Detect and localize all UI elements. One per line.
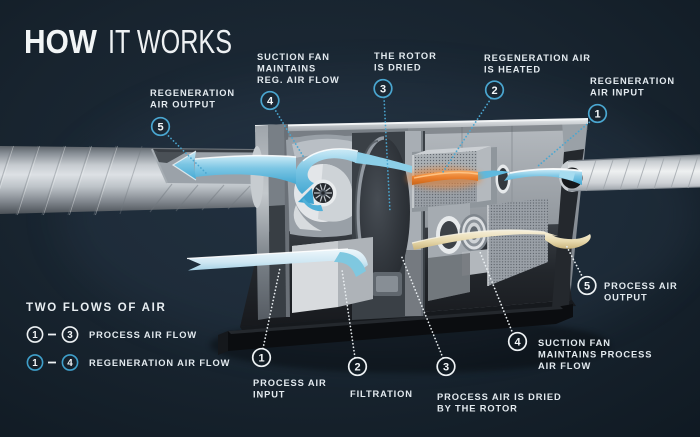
svg-text:1: 1 bbox=[32, 358, 38, 369]
svg-text:TWO FLOWS OF AIR: TWO FLOWS OF AIR bbox=[26, 302, 166, 314]
svg-text:2: 2 bbox=[491, 85, 497, 97]
svg-text:REG. AIR FLOW: REG. AIR FLOW bbox=[257, 75, 340, 85]
svg-text:5: 5 bbox=[584, 281, 590, 293]
svg-text:PROCESS AIR IS DRIED: PROCESS AIR IS DRIED bbox=[437, 392, 562, 402]
svg-text:IS HEATED: IS HEATED bbox=[484, 65, 541, 75]
svg-text:MAINTAINS PROCESS: MAINTAINS PROCESS bbox=[538, 350, 652, 360]
svg-text:HOW: HOW bbox=[24, 23, 98, 60]
svg-text:1: 1 bbox=[258, 353, 264, 365]
svg-text:FILTRATION: FILTRATION bbox=[350, 389, 413, 399]
svg-text:OUTPUT: OUTPUT bbox=[604, 293, 648, 303]
svg-text:4: 4 bbox=[67, 358, 73, 369]
svg-text:IS DRIED: IS DRIED bbox=[374, 63, 422, 73]
svg-text:INPUT: INPUT bbox=[253, 390, 285, 400]
svg-text:AIR INPUT: AIR INPUT bbox=[590, 88, 645, 98]
svg-text:3: 3 bbox=[443, 362, 449, 374]
svg-text:PROCESS AIR FLOW: PROCESS AIR FLOW bbox=[89, 330, 197, 340]
svg-text:THE ROTOR: THE ROTOR bbox=[374, 51, 437, 61]
svg-text:REGENERATION AIR: REGENERATION AIR bbox=[484, 53, 591, 63]
svg-text:2: 2 bbox=[354, 362, 360, 374]
svg-text:BY THE ROTOR: BY THE ROTOR bbox=[437, 404, 518, 414]
svg-text:IT WORKS: IT WORKS bbox=[108, 23, 232, 60]
svg-text:PROCESS AIR: PROCESS AIR bbox=[604, 281, 678, 291]
svg-text:AIR OUTPUT: AIR OUTPUT bbox=[150, 100, 216, 110]
svg-text:REGENERATION AIR FLOW: REGENERATION AIR FLOW bbox=[89, 358, 230, 368]
svg-text:1: 1 bbox=[32, 330, 38, 341]
svg-text:PROCESS AIR: PROCESS AIR bbox=[253, 378, 327, 388]
svg-text:3: 3 bbox=[380, 84, 386, 96]
svg-text:SUCTION FAN: SUCTION FAN bbox=[538, 338, 611, 348]
svg-text:4: 4 bbox=[267, 96, 274, 108]
svg-text:SUCTION FAN: SUCTION FAN bbox=[257, 52, 330, 62]
svg-text:4: 4 bbox=[514, 337, 521, 349]
svg-text:5: 5 bbox=[157, 122, 163, 134]
svg-text:AIR FLOW: AIR FLOW bbox=[538, 361, 591, 371]
svg-text:3: 3 bbox=[67, 330, 73, 341]
svg-text:REGENERATION: REGENERATION bbox=[590, 76, 675, 86]
svg-text:REGENERATION: REGENERATION bbox=[150, 88, 235, 98]
svg-text:1: 1 bbox=[594, 109, 600, 121]
svg-text:MAINTAINS: MAINTAINS bbox=[257, 64, 316, 74]
